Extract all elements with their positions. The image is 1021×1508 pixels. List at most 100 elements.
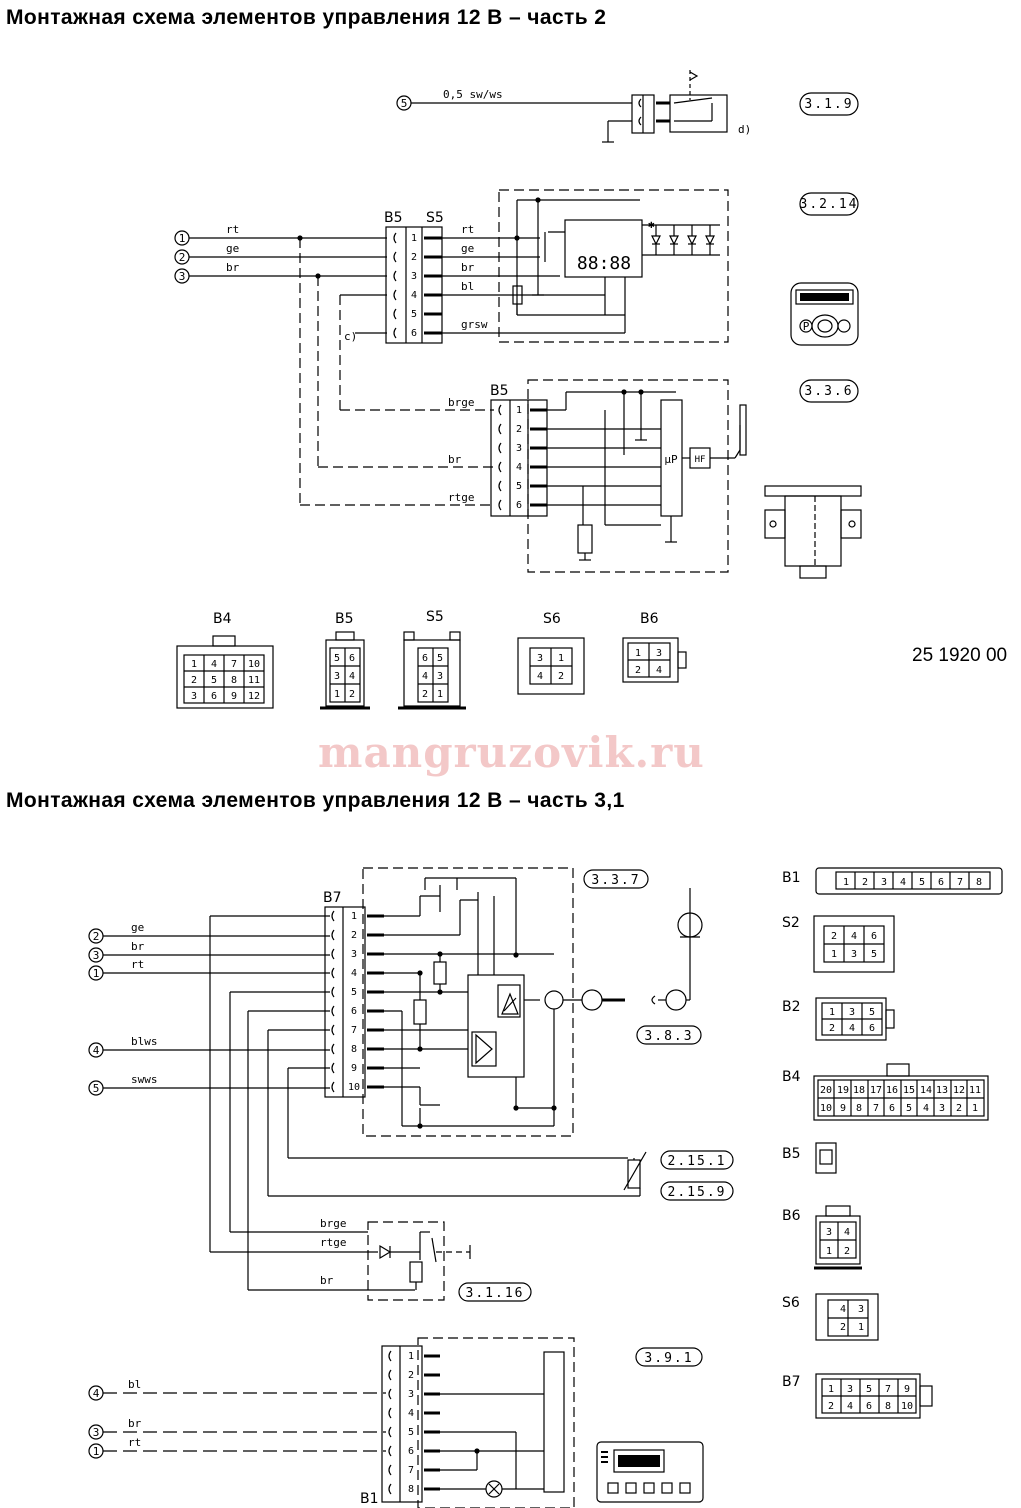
svg-text:9: 9 bbox=[904, 1384, 910, 1395]
svg-text:17: 17 bbox=[870, 1085, 882, 1096]
svg-text:4: 4 bbox=[411, 290, 417, 301]
svg-text:1: 1 bbox=[93, 1445, 100, 1458]
module-housing-icon bbox=[764, 485, 862, 579]
node-marker-2: 2 bbox=[179, 251, 186, 264]
svg-text:br: br bbox=[131, 940, 145, 953]
svg-text:4: 4 bbox=[849, 1023, 855, 1034]
note-d: d) bbox=[738, 123, 751, 136]
svg-text:3: 3 bbox=[881, 877, 887, 888]
svg-text:B4: B4 bbox=[213, 611, 232, 627]
svg-text:7: 7 bbox=[231, 659, 237, 670]
hf-label: HF bbox=[695, 455, 706, 465]
svg-text:bl: bl bbox=[128, 1378, 141, 1391]
display-unit-icon bbox=[596, 1441, 704, 1503]
svg-text:B5: B5 bbox=[782, 1146, 801, 1162]
svg-text:3: 3 bbox=[351, 949, 357, 960]
title-part-2: Монтажная схема элементов управления 12 … bbox=[6, 6, 607, 29]
svg-text:2: 2 bbox=[956, 1103, 962, 1114]
svg-text:2: 2 bbox=[93, 930, 100, 943]
svg-text:6: 6 bbox=[351, 1006, 357, 1017]
svg-text:3: 3 bbox=[939, 1103, 945, 1114]
svg-text:3: 3 bbox=[847, 1384, 853, 1395]
ref-3-3-6: 3.3.6 bbox=[804, 384, 853, 399]
svg-text:4: 4 bbox=[408, 1408, 414, 1419]
svg-text:1: 1 bbox=[843, 877, 849, 888]
svg-text:18: 18 bbox=[853, 1085, 865, 1096]
svg-text:3: 3 bbox=[851, 949, 857, 960]
svg-text:9: 9 bbox=[840, 1103, 846, 1114]
svg-text:3: 3 bbox=[858, 1304, 864, 1315]
ref-2-15-1: 2.15.1 bbox=[668, 1154, 727, 1169]
node-marker-1: 1 bbox=[179, 232, 186, 245]
svg-text:12: 12 bbox=[953, 1085, 965, 1096]
svg-text:6: 6 bbox=[871, 931, 877, 942]
note-c: c) bbox=[344, 330, 357, 343]
svg-text:S2: S2 bbox=[782, 915, 800, 931]
svg-text:4: 4 bbox=[422, 671, 428, 682]
svg-text:ge: ge bbox=[131, 921, 144, 934]
svg-text:10: 10 bbox=[248, 659, 260, 670]
wire-label-05-swws: 0,5 sw/ws bbox=[443, 88, 503, 101]
svg-text:1: 1 bbox=[411, 233, 417, 244]
section-3-3-7: 2 3 1 4 5 ge br rt blws swws B7 1 2 3 4 … bbox=[88, 867, 734, 1302]
svg-text:B6: B6 bbox=[640, 611, 659, 627]
connector-label-b7: B7 bbox=[323, 890, 342, 906]
node-marker-5: 5 bbox=[401, 97, 408, 110]
svg-text:4: 4 bbox=[851, 931, 857, 942]
svg-text:15: 15 bbox=[903, 1085, 915, 1096]
svg-text:2: 2 bbox=[351, 930, 357, 941]
svg-text:7: 7 bbox=[957, 877, 963, 888]
section-3-2-14: 1 2 3 rt ge br B5 S5 1 2 3 4 5 6 bbox=[174, 189, 859, 346]
svg-text:2: 2 bbox=[862, 877, 868, 888]
svg-text:B5: B5 bbox=[335, 611, 354, 627]
svg-text:1: 1 bbox=[972, 1103, 978, 1114]
svg-text:grsw: grsw bbox=[461, 318, 488, 331]
svg-text:5: 5 bbox=[437, 653, 443, 664]
svg-text:11: 11 bbox=[969, 1085, 981, 1096]
svg-text:4: 4 bbox=[516, 462, 522, 473]
svg-text:5: 5 bbox=[919, 877, 925, 888]
svg-text:3: 3 bbox=[334, 671, 340, 682]
svg-text:B2: B2 bbox=[782, 999, 801, 1015]
svg-text:2: 2 bbox=[516, 424, 522, 435]
svg-text:3: 3 bbox=[537, 653, 543, 664]
svg-text:br: br bbox=[226, 261, 240, 274]
svg-text:2: 2 bbox=[635, 665, 641, 676]
svg-text:1: 1 bbox=[829, 1007, 835, 1018]
svg-text:6: 6 bbox=[422, 653, 428, 664]
svg-text:5: 5 bbox=[408, 1427, 414, 1438]
svg-text:2: 2 bbox=[828, 1401, 834, 1412]
svg-text:B1: B1 bbox=[782, 870, 801, 886]
svg-text:8: 8 bbox=[351, 1044, 357, 1055]
svg-text:7: 7 bbox=[351, 1025, 357, 1036]
svg-text:3: 3 bbox=[656, 648, 662, 659]
document-number: 25 1920 00 bbox=[912, 645, 1008, 666]
svg-text:5: 5 bbox=[93, 1082, 100, 1095]
connector-column-part3: B1 1 2 3 4 5 6 7 8 S2 2 4 6 1 3 5 B2 bbox=[782, 867, 1003, 1419]
ref-3-1-9: 3.1.9 bbox=[804, 97, 853, 112]
svg-text:10: 10 bbox=[820, 1103, 832, 1114]
section-3-3-6: brge br rtge B5 1 2 3 4 5 6 bbox=[299, 238, 862, 579]
svg-text:brge: brge bbox=[448, 396, 475, 409]
connector-label-b1: B1 bbox=[360, 1491, 379, 1507]
svg-text:8: 8 bbox=[885, 1401, 891, 1412]
led-symbol-icon: ✱ bbox=[648, 218, 655, 231]
svg-text:1: 1 bbox=[351, 911, 357, 922]
svg-text:5: 5 bbox=[869, 1007, 875, 1018]
svg-text:S6: S6 bbox=[782, 1295, 800, 1311]
svg-text:B7: B7 bbox=[782, 1374, 801, 1390]
svg-text:5: 5 bbox=[351, 987, 357, 998]
svg-text:br: br bbox=[461, 261, 475, 274]
ref-3-8-3: 3.8.3 bbox=[644, 1029, 693, 1044]
svg-text:5: 5 bbox=[411, 309, 417, 320]
svg-text:rt: rt bbox=[226, 223, 239, 236]
display-segments: 88:88 bbox=[577, 253, 631, 274]
svg-text:2: 2 bbox=[411, 252, 417, 263]
svg-text:1: 1 bbox=[828, 1384, 834, 1395]
section-3-9-1: 4 3 1 bl br rt 1 2 3 4 5 6 7 8 B1 bbox=[88, 1337, 704, 1508]
svg-text:1: 1 bbox=[558, 653, 564, 664]
svg-text:br: br bbox=[448, 453, 462, 466]
svg-text:8: 8 bbox=[231, 675, 237, 686]
svg-text:12: 12 bbox=[248, 691, 260, 702]
svg-text:1: 1 bbox=[831, 949, 837, 960]
